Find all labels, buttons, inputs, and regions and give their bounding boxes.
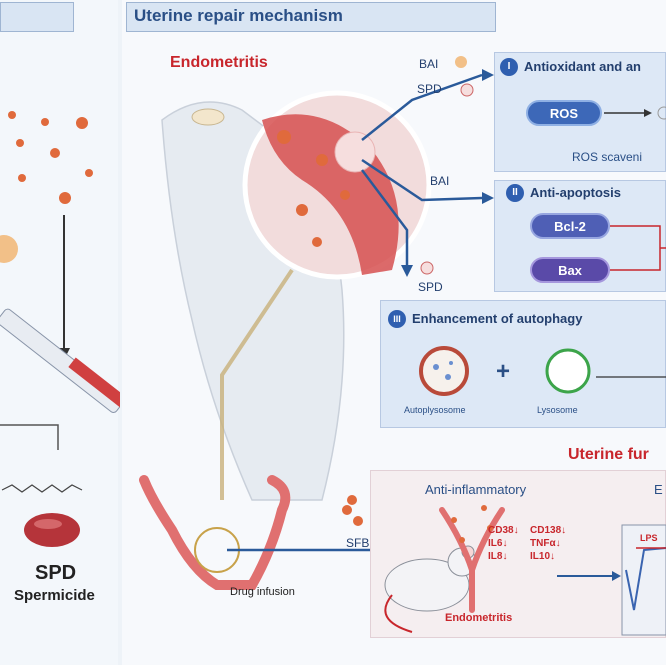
anti-inflammatory-label: Anti-inflammatory — [425, 482, 527, 497]
bcl2-bax-bracket — [610, 225, 666, 271]
bcl2-pill: Bcl-2 — [530, 213, 610, 239]
bai-label-1: BAI — [419, 57, 439, 71]
marker-cd38: CD38↓ — [488, 525, 519, 536]
autolysosome-label: Autoplysosome — [404, 405, 466, 415]
section-1-badge: I — [500, 58, 518, 76]
left-illustration — [0, 111, 120, 547]
autophagy-graphic — [419, 346, 666, 396]
nanoparticle-dots — [0, 111, 93, 263]
section-2-title: Anti-apoptosis — [530, 185, 621, 200]
main-illustration — [139, 56, 494, 590]
section-3-badge: III — [388, 310, 406, 328]
bai-label-2: BAI — [430, 174, 450, 188]
drug-infusion-label: Drug infusion — [230, 586, 295, 598]
marker-cd138: CD138↓ — [530, 525, 567, 536]
e-label: E — [654, 482, 663, 497]
marker-il10: IL10↓ — [530, 551, 556, 562]
spd-label-2: SPD — [418, 280, 443, 294]
marker-il6: IL6↓ — [488, 538, 508, 549]
nanoparticle-dot — [340, 190, 350, 200]
left-panel-header — [0, 2, 74, 32]
nanoparticle-dot — [277, 130, 291, 144]
plus-sign: + — [496, 358, 511, 385]
uterine-function-title: Uterine fur — [568, 446, 649, 463]
spd-label-1: SPD — [417, 82, 442, 96]
section-2-badge: II — [506, 184, 524, 202]
spd-molecule — [1, 484, 83, 493]
spd-label: SPD — [35, 562, 77, 584]
mouse-caption: Endometritis — [445, 612, 513, 624]
markers-right: CD138↓ TNFα↓ IL10↓ — [530, 524, 566, 563]
sfb-label: SFB — [346, 536, 370, 550]
page-title: Uterine repair mechanism — [134, 6, 343, 25]
bax-pill: Bax — [530, 257, 610, 283]
ros-arrow — [604, 106, 666, 120]
marker-il8: IL8↓ — [488, 551, 508, 562]
ros-pill: ROS — [526, 100, 602, 126]
ros-caption: ROS scaveni — [572, 150, 643, 164]
section-1-title: Antioxidant and an — [524, 59, 641, 74]
marker-tnfa: TNFα↓ — [530, 538, 561, 549]
nanoparticle-dot — [296, 204, 308, 216]
header-bar — [126, 2, 496, 32]
autophagosome-icon — [419, 346, 469, 396]
nanoparticle-dot — [316, 154, 328, 166]
section-3-title: Enhancement of autophagy — [412, 311, 583, 326]
markers-left: CD38↓ IL6↓ IL8↓ — [488, 524, 519, 563]
nanoparticle-dot — [312, 237, 322, 247]
uterus-icon — [139, 475, 291, 590]
endometritis-title: Endometritis — [170, 54, 268, 71]
syringe-icon — [0, 308, 120, 417]
lps-label: LPS — [640, 533, 658, 543]
lysosome-icon — [545, 348, 591, 394]
uterine-function-graphic — [384, 505, 666, 636]
spd-subtitle: Spermicide — [14, 587, 95, 604]
lysosome-label: Lysosome — [537, 405, 578, 415]
